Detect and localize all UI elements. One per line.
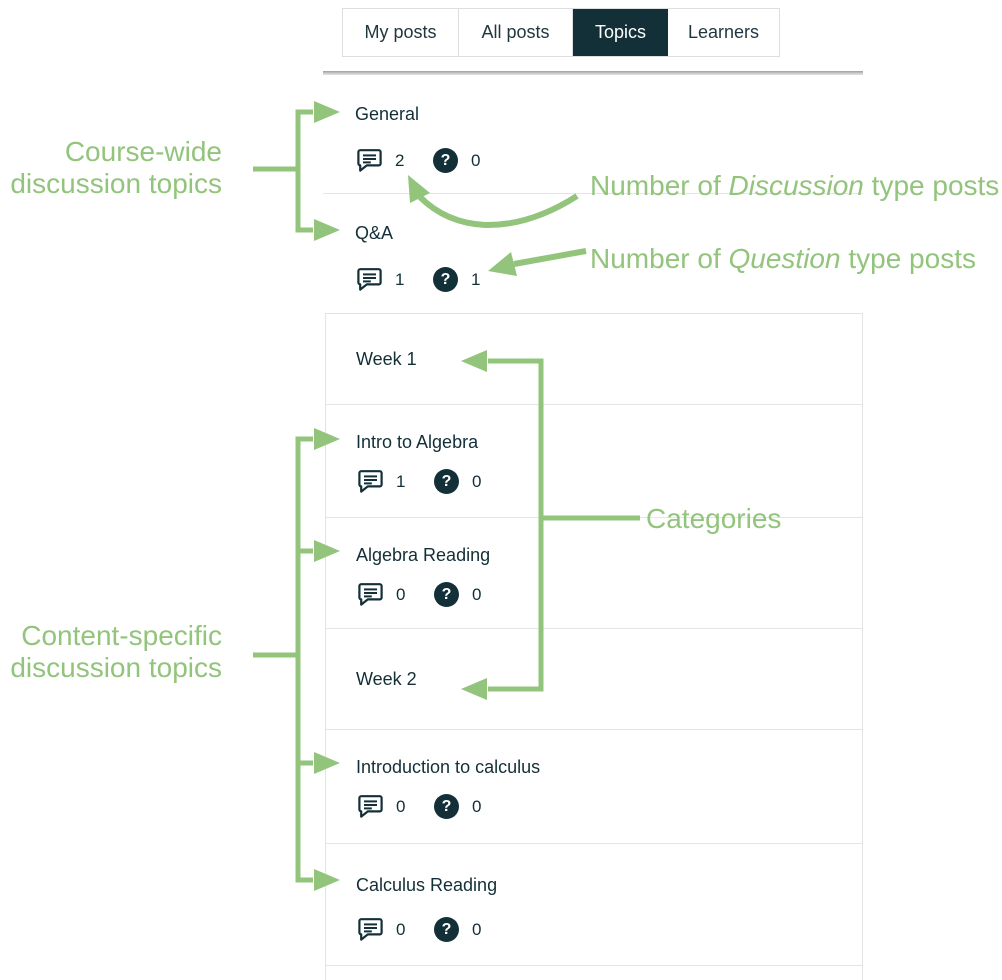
topic-title: General — [355, 104, 420, 124]
annotation-line: discussion topics — [10, 168, 222, 199]
tab-learners[interactable]: Learners — [687, 22, 760, 42]
topic-counts: 2 0 — [356, 148, 483, 173]
topic-title: Calculus Reading — [356, 875, 498, 895]
question-posts-icon — [433, 267, 458, 292]
discussion-post-count: 0 — [396, 796, 406, 816]
annotation-text: type posts — [863, 170, 1000, 201]
question-posts-icon — [434, 917, 459, 942]
question-post-count: 0 — [471, 150, 481, 170]
discussion-posts-icon — [357, 794, 384, 819]
question-post-count: 1 — [471, 269, 481, 289]
course-wide-annotation: Course-wide discussion topics — [0, 136, 222, 200]
annotation-line: Content-specific — [21, 620, 222, 651]
topic-counts: 1 1 — [356, 267, 483, 292]
tab-all-posts[interactable]: All posts — [459, 9, 573, 56]
topic-title: Introduction to calculus — [356, 757, 541, 777]
question-posts-icon — [434, 469, 459, 494]
tab-topics[interactable]: Topics — [573, 9, 668, 56]
question-post-count: 0 — [472, 796, 482, 816]
topic-counts: 0 0 — [357, 582, 484, 607]
category-name: Week 1 — [356, 348, 417, 369]
question-post-count: 0 — [472, 471, 482, 491]
topic-title: Intro to Algebra — [356, 432, 479, 452]
row-divider — [323, 193, 863, 194]
topic-counts: 0 0 — [357, 794, 484, 819]
question-posts-icon — [434, 582, 459, 607]
annotation-line: discussion topics — [10, 652, 222, 683]
discussion-posts-icon — [357, 917, 384, 942]
discussion-post-count: 0 — [396, 919, 406, 939]
discussion-posts-icon — [356, 267, 383, 292]
content-specific-annotation: Content-specific discussion topics — [0, 620, 222, 684]
topic-row-calculus-reading[interactable]: Calculus Reading 0 0 — [326, 844, 862, 966]
discussion-post-count: 0 — [396, 584, 406, 604]
topic-row-introduction-to-calculus[interactable]: Introduction to calculus 0 0 — [326, 730, 862, 844]
topic-counts: 1 0 — [357, 469, 484, 494]
annotation-line: Course-wide — [64, 136, 222, 167]
question-posts-icon — [433, 148, 458, 173]
topic-row-algebra-reading[interactable]: Algebra Reading 0 0 — [326, 518, 862, 629]
course-wide-bracket — [295, 109, 313, 233]
question-posts-icon — [434, 794, 459, 819]
discussion-posts-icon — [357, 469, 384, 494]
content-specific-bracket — [295, 436, 313, 883]
tab-my-posts[interactable]: My posts — [343, 9, 459, 56]
category-name: Week 2 — [356, 668, 417, 689]
discussion-post-count: 1 — [396, 471, 406, 491]
discussion-posts-icon — [356, 148, 383, 173]
discussion-posts-icon — [357, 582, 384, 607]
topic-title: Q&A — [355, 223, 394, 243]
question-post-count: 0 — [472, 919, 482, 939]
category-row-week-2: Week 2 — [326, 629, 862, 730]
topic-row-qa[interactable]: Q&A 1 1 — [323, 194, 863, 311]
topic-row-general[interactable]: General 2 0 — [323, 75, 863, 193]
discussion-post-count: 1 — [395, 269, 405, 289]
tab-bar: My posts All posts Topics Learners — [342, 8, 780, 57]
category-row-week-1: Week 1 — [326, 314, 862, 405]
category-topics-box: Week 1 Intro to Algebra 1 0 Algebra — [325, 313, 863, 980]
topic-row-intro-to-algebra[interactable]: Intro to Algebra 1 0 — [326, 405, 862, 518]
tabbar-bottom-divider — [323, 71, 863, 75]
topic-counts: 0 0 — [357, 917, 484, 942]
topic-title: Algebra Reading — [356, 545, 491, 565]
discussion-post-count: 2 — [395, 150, 405, 170]
question-post-count: 0 — [472, 584, 482, 604]
